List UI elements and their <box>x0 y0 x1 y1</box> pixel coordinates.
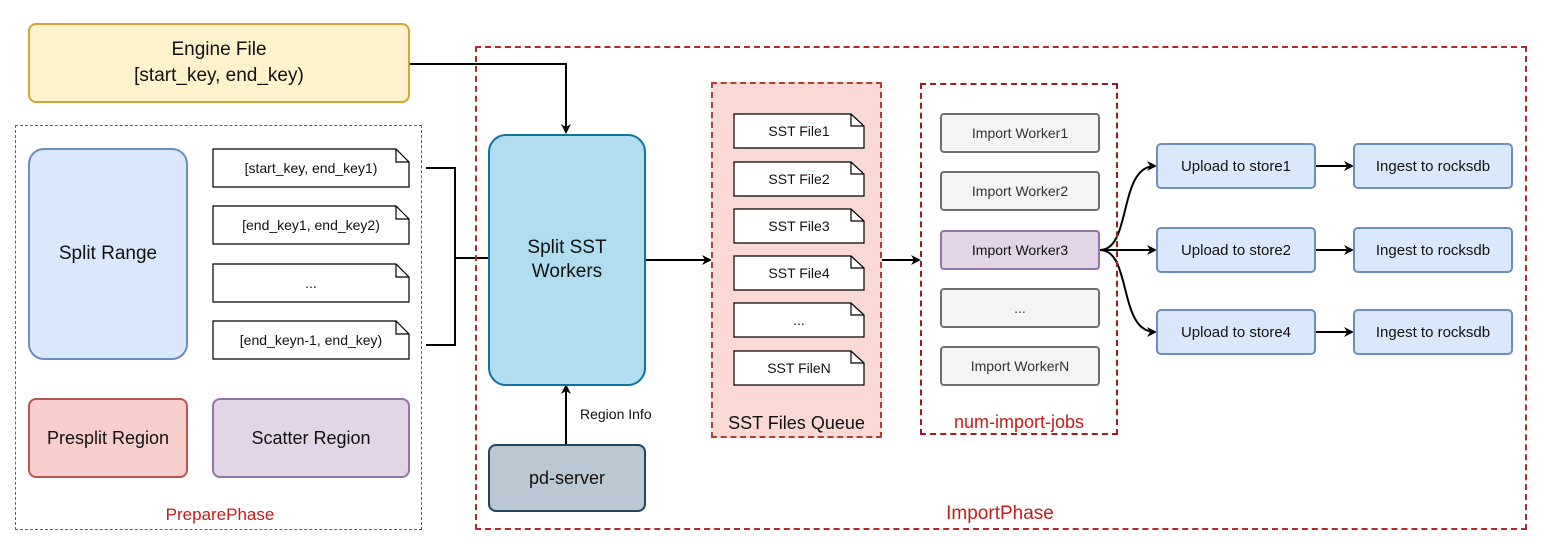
sst-file-label: SST FileN <box>767 360 831 376</box>
key-range-label: [end_key1, end_key2) <box>242 217 380 233</box>
engine-file-title: Engine File <box>171 39 267 60</box>
prepare-phase-container <box>15 125 422 530</box>
sst-files-queue-label: SST Files Queue <box>728 412 865 433</box>
import-worker-label: ... <box>1014 300 1026 316</box>
key-range-label: [end_keyn-1, end_key) <box>239 332 383 348</box>
sst-file-doc: SST File1 <box>733 113 865 149</box>
import-worker-label: Import Worker3 <box>971 242 1069 258</box>
prepare-phase-label: PreparePhase <box>165 505 275 524</box>
sst-file-doc: ... <box>733 302 865 338</box>
ingest-rocksdb-box: Ingest to rocksdb <box>1353 143 1513 189</box>
split-sst-workers-box: Split SST Workers <box>488 134 646 386</box>
pd-server-box: pd-server <box>488 444 646 512</box>
sst-file-doc: SST File3 <box>733 208 865 244</box>
presplit-region-label: Presplit Region <box>46 427 170 448</box>
import-worker: Import Worker1 <box>940 113 1100 153</box>
region-info-label: Region Info <box>578 406 654 422</box>
presplit-region-box: Presplit Region <box>28 398 188 478</box>
key-range-doc: [end_keyn-1, end_key) <box>212 320 410 360</box>
import-worker-label: Import Worker1 <box>971 125 1069 141</box>
engine-file-box: Engine File [start_key, end_key) <box>28 23 410 103</box>
sst-file-label: SST File1 <box>768 123 830 139</box>
import-worker: ... <box>940 288 1100 328</box>
import-phase-label: ImportPhase <box>946 503 1054 524</box>
import-worker-label: Import Worker2 <box>971 183 1069 199</box>
upload-store-label: Upload to store1 <box>1180 157 1292 175</box>
import-jobs-label: num-import-jobs <box>953 411 1085 432</box>
ingest-rocksdb-label: Ingest to rocksdb <box>1375 157 1491 175</box>
upload-store-label: Upload to store2 <box>1180 241 1292 259</box>
import-phase-container <box>475 46 1527 530</box>
import-worker-highlighted: Import Worker3 <box>940 230 1100 270</box>
scatter-region-label: Scatter Region <box>251 427 371 448</box>
key-range-label: [start_key, end_key1) <box>244 160 378 176</box>
upload-store-box: Upload to store2 <box>1156 227 1316 273</box>
sst-file-doc: SST File2 <box>733 161 865 197</box>
ingest-rocksdb-label: Ingest to rocksdb <box>1375 323 1491 341</box>
key-range-label: ... <box>305 275 317 291</box>
split-range-label: Split Range <box>58 243 158 264</box>
pd-server-label: pd-server <box>528 467 606 488</box>
sst-file-label: SST File2 <box>768 171 830 187</box>
sst-file-label: SST File3 <box>768 218 830 234</box>
import-worker: Import Worker2 <box>940 171 1100 211</box>
key-range-doc: [start_key, end_key1) <box>212 148 410 188</box>
import-worker: Import WorkerN <box>940 346 1100 386</box>
ingest-rocksdb-box: Ingest to rocksdb <box>1353 309 1513 355</box>
key-range-doc: ... <box>212 263 410 303</box>
ingest-rocksdb-box: Ingest to rocksdb <box>1353 227 1513 273</box>
sst-file-label: SST File4 <box>768 265 830 281</box>
split-range-box: Split Range <box>28 148 188 360</box>
scatter-region-box: Scatter Region <box>212 398 410 478</box>
import-jobs-group <box>920 83 1118 435</box>
key-range-doc: [end_key1, end_key2) <box>212 205 410 245</box>
sst-file-doc: SST FileN <box>733 350 865 386</box>
key-range-bracket <box>426 167 456 346</box>
ingest-rocksdb-label: Ingest to rocksdb <box>1375 241 1491 259</box>
upload-store-box: Upload to store1 <box>1156 143 1316 189</box>
split-sst-workers-line2: Workers <box>531 261 603 282</box>
sst-file-label: ... <box>793 312 805 328</box>
engine-file-range: [start_key, end_key) <box>134 65 304 86</box>
upload-store-label: Upload to store4 <box>1180 323 1292 341</box>
upload-store-box: Upload to store4 <box>1156 309 1316 355</box>
split-sst-workers-line1: Split SST <box>527 237 607 258</box>
sst-file-doc: SST File4 <box>733 255 865 291</box>
import-worker-label: Import WorkerN <box>970 358 1070 374</box>
